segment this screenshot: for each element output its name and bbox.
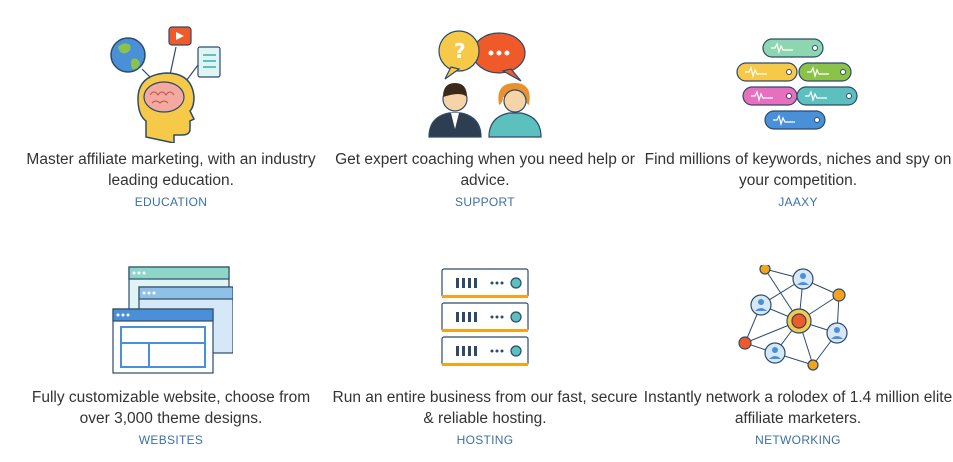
feature-description: Fully customizable website, choose from …: [31, 389, 311, 427]
jaaxy-link[interactable]: JAAXY: [778, 195, 818, 209]
svg-text:?: ?: [454, 39, 466, 63]
brain-education-icon: [110, 26, 221, 143]
feature-description: Run an entire business from our fast, se…: [332, 389, 638, 427]
website-windows-icon: [112, 266, 233, 374]
support-link[interactable]: SUPPORT: [455, 195, 515, 209]
keyword-tags-icon: [736, 38, 858, 130]
websites-link[interactable]: WEBSITES: [138, 433, 204, 447]
education-link[interactable]: EDUCATION: [134, 195, 208, 209]
feature-description: Get expert coaching when you need help o…: [335, 151, 635, 189]
feature-description: Master affiliate marketing, with an indu…: [26, 151, 316, 189]
support-chat-icon: ?: [428, 30, 542, 138]
feature-description: Find millions of keywords, niches and sp…: [644, 151, 952, 189]
feature-description: Instantly network a rolodex of 1.4 milli…: [643, 389, 953, 427]
networking-link[interactable]: NETWORKING: [755, 433, 841, 447]
network-graph-icon: [738, 265, 848, 371]
hosting-link[interactable]: HOSTING: [456, 433, 514, 447]
server-rack-icon: [441, 268, 529, 366]
